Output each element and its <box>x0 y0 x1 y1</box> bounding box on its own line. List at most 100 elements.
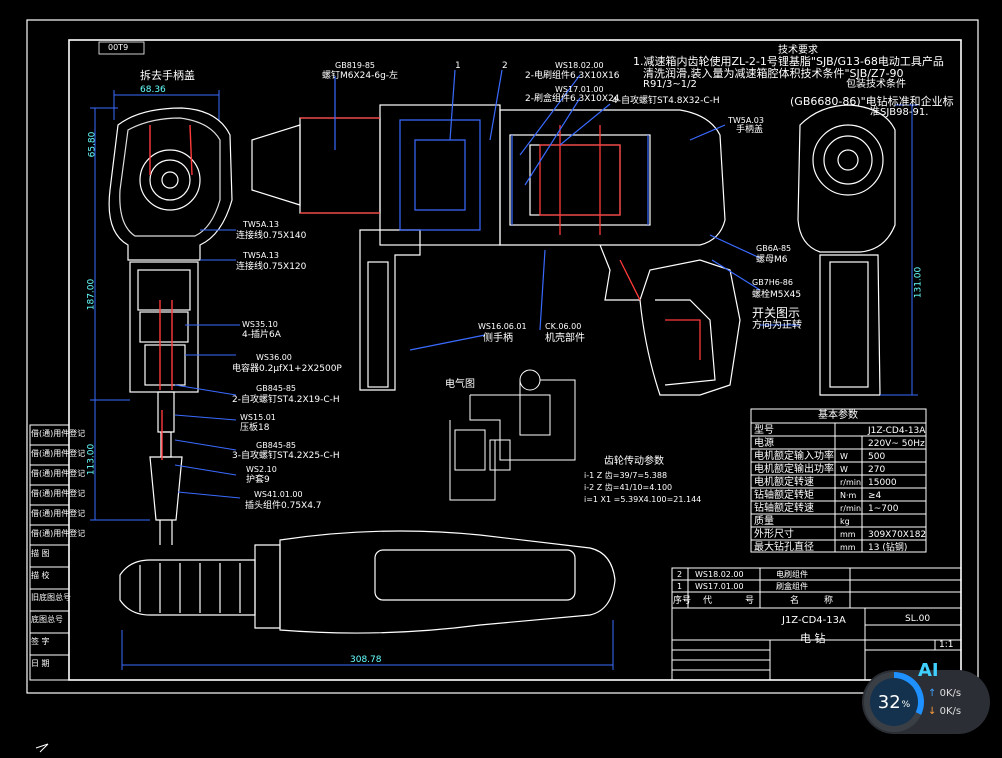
bottom-dims <box>121 620 614 670</box>
title-header: 称 <box>824 596 834 606</box>
callout-code: WS17.01.00 <box>555 85 604 94</box>
param-value: 309X70X182 <box>868 530 927 540</box>
callout-text: 连接线0.75X120 <box>236 262 307 272</box>
dim-right-height: 131.00 <box>913 266 924 299</box>
callout-text: 2-电刷组件6.3X10X16 <box>525 71 620 81</box>
param-value: 15000 <box>868 478 897 488</box>
title-header: 名 <box>790 596 800 606</box>
title-header: 代 <box>703 596 713 606</box>
revision-row-label: 底图总号 <box>31 615 63 624</box>
left-view-leaders <box>90 90 241 521</box>
param-value: 270 <box>868 465 886 475</box>
callout-code: GB7H6-86 <box>752 278 793 287</box>
callout-text: 4-插片6A <box>242 330 281 340</box>
param-unit: r/min <box>840 478 862 487</box>
revision-row-label: 借(通)用件登记 <box>31 469 86 478</box>
dim-left-top: 65.80 <box>87 131 98 158</box>
param-value: 220V~ 50Hz <box>868 439 925 449</box>
title-header: 序号 <box>673 596 692 606</box>
title-header: 号 <box>745 596 755 606</box>
title-weight: SL.00 <box>905 614 931 624</box>
param-name: 电机额定输入功率 <box>754 451 834 462</box>
callout-text: 2-自攻螺钉ST4.2X19-C-H <box>232 395 340 405</box>
callout-code: WS35.10 <box>242 320 278 329</box>
callout-code: CK.06.00 <box>545 322 582 331</box>
callout-text: 2-刷盒组件6.3X10X24 <box>525 94 620 104</box>
revision-row-label: 描 图 <box>31 549 50 558</box>
param-unit: mm <box>840 543 856 552</box>
main-section-red <box>300 117 701 360</box>
revision-row-label: 借(通)用件登记 <box>31 489 86 498</box>
download-arrow-icon: ↓ <box>928 706 937 717</box>
callout-code: TW5A.13 <box>243 251 279 260</box>
top-tag: 00T9 <box>108 43 129 52</box>
upload-arrow-icon: ↑ <box>928 688 937 699</box>
upload-speed: 0K/s <box>939 688 962 699</box>
callout-text: 螺栓M5X45 <box>752 290 802 300</box>
param-unit: W <box>840 465 848 474</box>
callout-code: WS2.10 <box>246 465 277 474</box>
electrical-title: 电气图 <box>445 379 475 390</box>
param-name: 质量 <box>754 516 774 527</box>
gear-line: i-1 Z 齿=39/7=5.388 <box>584 471 668 480</box>
callout-code: 1 <box>455 61 461 71</box>
cpu-percent: 32 <box>877 691 901 713</box>
revision-row-label: 签 字 <box>31 637 50 646</box>
tech-req-line: (GB6680-86)"电钻标准和企业标 <box>790 95 954 108</box>
callout-text: 护套9 <box>246 475 270 485</box>
right-end-view <box>797 104 896 396</box>
title-row1-name: 电刷组件 <box>776 570 808 579</box>
ai-badge[interactable]: AI <box>918 660 939 681</box>
param-value: ≥4 <box>868 491 882 501</box>
gear-line: i-2 Z 齿=41/10=4.100 <box>584 483 673 492</box>
cpu-usage-value: 32% <box>870 678 918 726</box>
title-row1-idx: 2 <box>677 570 683 579</box>
cpu-percent-unit: % <box>901 700 911 710</box>
param-name: 电机额定转速 <box>754 477 814 488</box>
revision-row-label: 旧底图总号 <box>31 593 71 602</box>
callout-text: 电容器0.2μfX1+2X2500P <box>232 364 342 374</box>
left-view-title: 拆去手柄盖 <box>140 69 195 82</box>
title-block-grid <box>671 567 962 681</box>
tech-req-line: 1.减速箱内齿轮使用ZL-2-1号锂基脂"SJB/G13-68电动工具产品 <box>633 55 944 68</box>
title-row2-code: WS17.01.00 <box>695 582 744 591</box>
callout-code: GB819-85 <box>335 61 376 70</box>
callout-code: WS41.01.00 <box>254 490 303 499</box>
switch-diagram-title: 开关图示 <box>752 306 801 320</box>
right-dims <box>760 104 918 396</box>
revision-row-label: 借(通)用件登记 <box>31 509 86 518</box>
param-name: 型号 <box>754 425 774 436</box>
param-name: 电源 <box>754 438 774 449</box>
param-value: 1~700 <box>868 504 899 514</box>
param-unit: kg <box>840 517 850 526</box>
callout-code: GB845-85 <box>256 441 297 450</box>
revision-row-label: 日 期 <box>31 659 50 668</box>
callout-text: 插头组件0.75X4.7 <box>245 501 322 511</box>
title-row2-name: 刷盒组件 <box>776 582 808 591</box>
title-product-name: 电 钻 <box>800 632 826 645</box>
callout-code: WS16.06.01 <box>478 322 527 331</box>
title-row2-idx: 1 <box>677 582 683 591</box>
cpu-usage-ring: 32% <box>864 672 924 732</box>
bottom-view <box>119 530 616 634</box>
revision-row-label: 借(通)用件登记 <box>31 429 86 438</box>
revision-row-label: 借(通)用件登记 <box>31 449 86 458</box>
dim-left-height: 187.00 <box>86 278 97 311</box>
main-section-blue <box>334 69 761 351</box>
param-name: 电机额定输出功率 <box>754 464 834 475</box>
download-speed: 0K/s <box>939 706 962 717</box>
left-view <box>108 107 233 545</box>
dim-bottom-length: 308.78 <box>350 655 382 665</box>
param-unit: r/min <box>840 504 862 513</box>
callout-code: GB6A-85 <box>756 244 792 253</box>
callout-text: 压板18 <box>240 423 270 433</box>
tech-req-line: 包装技术条件 <box>846 79 906 90</box>
dim-left-lower: 113.00 <box>86 443 97 476</box>
main-section-view <box>251 104 741 396</box>
title-row1-code: WS18.02.00 <box>695 570 744 579</box>
callout-code: WS36.00 <box>256 353 292 362</box>
network-speed-widget[interactable]: 32% ↑ 0K/s ↓ 0K/s <box>862 670 990 734</box>
callout-text: 机壳部件 <box>545 333 585 344</box>
params-table-grid <box>750 408 927 553</box>
